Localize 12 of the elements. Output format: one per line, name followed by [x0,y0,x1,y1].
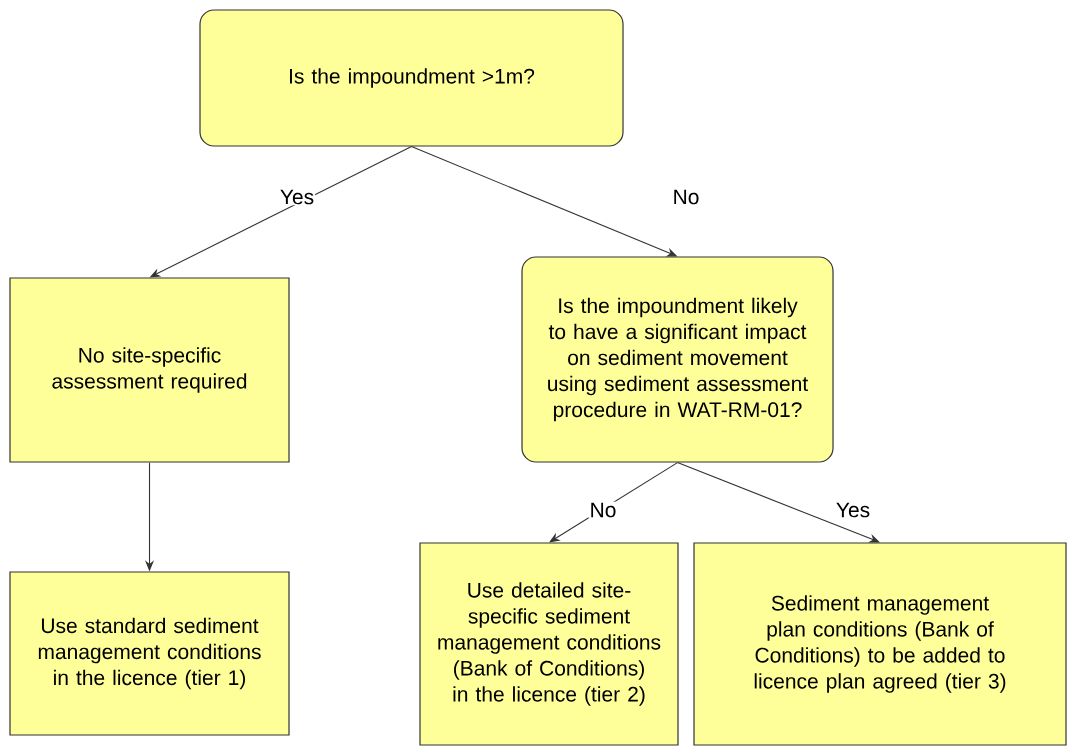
edge-label: Yes [834,501,872,519]
process-box: Use detailed site-specific sediment management conditions (Bank of Conditions) in the licence (tier 2) [419,542,679,746]
arrow [549,462,679,543]
edge-label: Yes [278,188,316,206]
edge-label: No [588,501,618,519]
arrow [676,462,880,543]
decision-box: Is the impoundment likely to have a significant impact on sediment movement using sediment assessment procedure in WAT-RM-01? [521,256,834,463]
edge-label: No [671,188,701,206]
process-box: Sediment management plan conditions (Bank of Conditions) to be added to licence plan agreed (tier 3) [693,542,1067,746]
decision-box: Is the impoundment >1m? [199,9,624,147]
process-box: No site-specific assessment required [9,277,290,463]
process-box: Use standard sediment management conditions in the licence (tier 1) [9,571,290,736]
